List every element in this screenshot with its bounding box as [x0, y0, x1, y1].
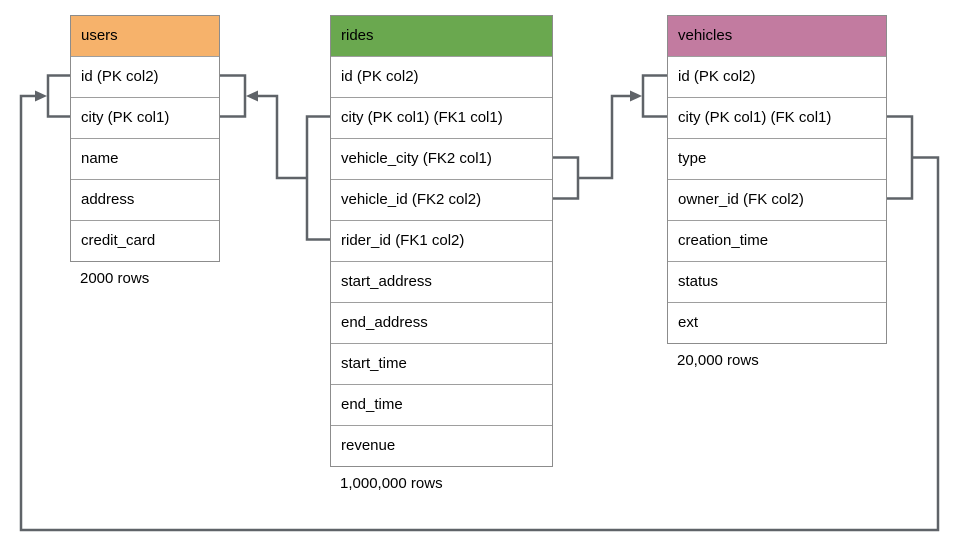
table-users-column: credit_card [71, 220, 219, 261]
table-vehicles: vehicles id (PK col2) city (PK col1) (FK… [667, 15, 887, 369]
table-vehicles-column: owner_id (FK col2) [668, 179, 886, 220]
table-users-column: city (PK col1) [71, 97, 219, 138]
table-rides-column: start_address [331, 261, 552, 302]
table-rides-column: vehicle_city (FK2 col1) [331, 138, 552, 179]
table-vehicles-box: vehicles id (PK col2) city (PK col1) (FK… [667, 15, 887, 344]
rides-right-fk2-bracket [553, 156, 580, 200]
table-users-column: address [71, 179, 219, 220]
users-left-key-bracket [46, 74, 70, 118]
table-rides-column: city (PK col1) (FK1 col1) [331, 97, 552, 138]
table-users-box: users id (PK col2) city (PK col1) name a… [70, 15, 220, 262]
vehicles-right-fk-bracket [887, 115, 914, 200]
table-users-rowcount-label: 2000 rows [80, 270, 150, 287]
table-rides-column: end_address [331, 302, 552, 343]
table-users-column: id (PK col2) [71, 56, 219, 97]
table-vehicles-header: vehicles [668, 16, 886, 56]
table-rides-box: rides id (PK col2) city (PK col1) (FK1 c… [330, 15, 553, 467]
table-users-column: name [71, 138, 219, 179]
table-vehicles-column: creation_time [668, 220, 886, 261]
table-rides-rowcount-label: 1,000,000 rows [340, 475, 443, 492]
table-users: users id (PK col2) city (PK col1) name a… [70, 15, 220, 287]
vehicles-left-key-bracket [641, 74, 667, 118]
table-rides-column: end_time [331, 384, 552, 425]
table-vehicles-column: type [668, 138, 886, 179]
fk2-rides-to-vehicles-line [578, 94, 630, 180]
table-rides: rides id (PK col2) city (PK col1) (FK1 c… [330, 15, 553, 492]
table-rides-column: vehicle_id (FK2 col2) [331, 179, 552, 220]
table-vehicles-rowcount-label: 20,000 rows [677, 352, 759, 369]
table-vehicles-column: ext [668, 302, 886, 343]
users-right-key-bracket [220, 74, 247, 118]
table-vehicles-column: city (PK col1) (FK col1) [668, 97, 886, 138]
table-rides-column: rider_id (FK1 col2) [331, 220, 552, 261]
table-rides-column: revenue [331, 425, 552, 466]
fk2-arrowhead-icon [630, 90, 642, 102]
table-rides-header: rides [331, 16, 552, 56]
table-rides-column: start_time [331, 343, 552, 384]
table-rides-column: id (PK col2) [331, 56, 552, 97]
rides-left-fk1-bracket [305, 115, 330, 241]
fk1-rides-to-users-line [258, 94, 307, 180]
table-vehicles-column: status [668, 261, 886, 302]
fk1-arrowhead-icon [246, 90, 258, 102]
fk-arrowhead-icon [35, 90, 47, 102]
table-users-header: users [71, 16, 219, 56]
table-vehicles-column: id (PK col2) [668, 56, 886, 97]
